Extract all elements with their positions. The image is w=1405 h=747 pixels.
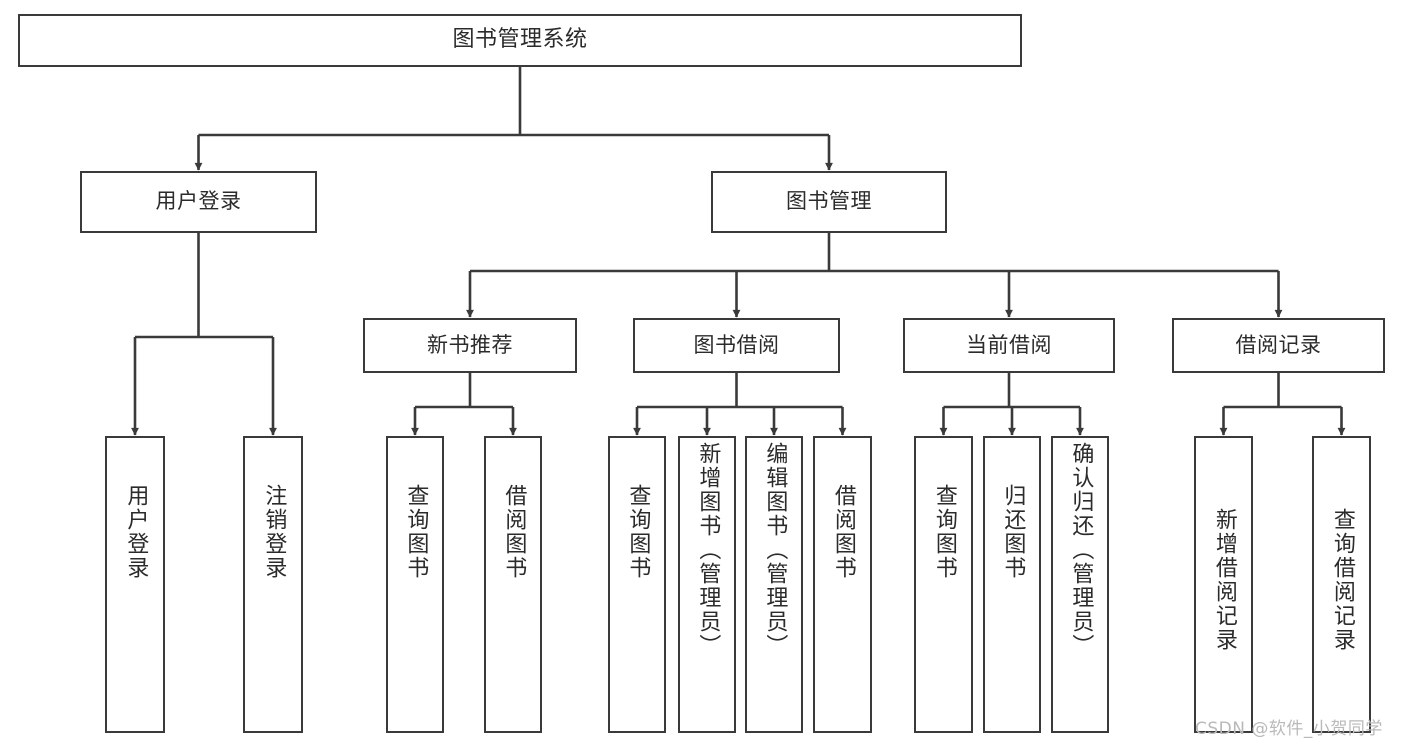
node-label: 确认归还（管理员） bbox=[1068, 442, 1094, 658]
node-borrow-record[interactable]: 借阅记录 bbox=[1172, 318, 1385, 373]
csdn-watermark: CSDN @软件_小贺同学 bbox=[1195, 719, 1383, 739]
node-label: 借阅图书 bbox=[501, 484, 527, 580]
node-label: 新书推荐 bbox=[427, 332, 513, 357]
connector-lines bbox=[131, 67, 1346, 436]
node-label: 新增借阅记录 bbox=[1211, 508, 1237, 652]
node-leaf-confirm-return[interactable]: 确认归还（管理员） bbox=[1051, 436, 1109, 733]
node-root[interactable]: 图书管理系统 bbox=[18, 14, 1022, 67]
node-label: 新增图书（管理员） bbox=[695, 442, 721, 658]
node-label: 归还图书 bbox=[1000, 484, 1026, 580]
node-leaf-return-book[interactable]: 归还图书 bbox=[983, 436, 1041, 733]
node-label: 借阅记录 bbox=[1235, 332, 1322, 357]
node-label: 借阅图书 bbox=[830, 484, 856, 580]
node-label: 注销登录 bbox=[261, 484, 287, 580]
node-label: 查询图书 bbox=[403, 484, 429, 580]
node-leaf-query-record[interactable]: 查询借阅记录 bbox=[1312, 436, 1371, 733]
node-label: 编辑图书（管理员） bbox=[762, 442, 788, 658]
node-label: 查询图书 bbox=[625, 484, 651, 580]
node-current-borrow[interactable]: 当前借阅 bbox=[903, 318, 1115, 373]
node-book-borrow[interactable]: 图书借阅 bbox=[633, 318, 840, 373]
node-label: 图书借阅 bbox=[693, 332, 780, 357]
node-leaf-user-login[interactable]: 用户登录 bbox=[105, 436, 165, 733]
node-leaf-add-book[interactable]: 新增图书（管理员） bbox=[678, 436, 736, 733]
node-label: 用户登录 bbox=[155, 189, 242, 214]
node-leaf-query-book-3[interactable]: 查询图书 bbox=[914, 436, 973, 733]
node-leaf-logout[interactable]: 注销登录 bbox=[243, 436, 303, 733]
node-leaf-borrow-book-1[interactable]: 借阅图书 bbox=[484, 436, 542, 733]
node-leaf-query-book-1[interactable]: 查询图书 bbox=[386, 436, 444, 733]
node-label: 查询借阅记录 bbox=[1329, 508, 1355, 652]
node-leaf-edit-book[interactable]: 编辑图书（管理员） bbox=[745, 436, 803, 733]
node-book-manage[interactable]: 图书管理 bbox=[711, 171, 947, 233]
node-label: 图书管理 bbox=[786, 189, 872, 214]
node-user-login[interactable]: 用户登录 bbox=[80, 171, 317, 233]
node-label: 用户登录 bbox=[123, 484, 149, 580]
node-new-book-rec[interactable]: 新书推荐 bbox=[363, 318, 577, 373]
node-leaf-add-record[interactable]: 新增借阅记录 bbox=[1194, 436, 1253, 733]
node-leaf-query-book-2[interactable]: 查询图书 bbox=[608, 436, 666, 733]
node-leaf-borrow-book-2[interactable]: 借阅图书 bbox=[813, 436, 872, 733]
node-label: 图书管理系统 bbox=[452, 27, 588, 53]
node-label: 当前借阅 bbox=[966, 332, 1052, 357]
node-label: 查询图书 bbox=[931, 484, 957, 580]
